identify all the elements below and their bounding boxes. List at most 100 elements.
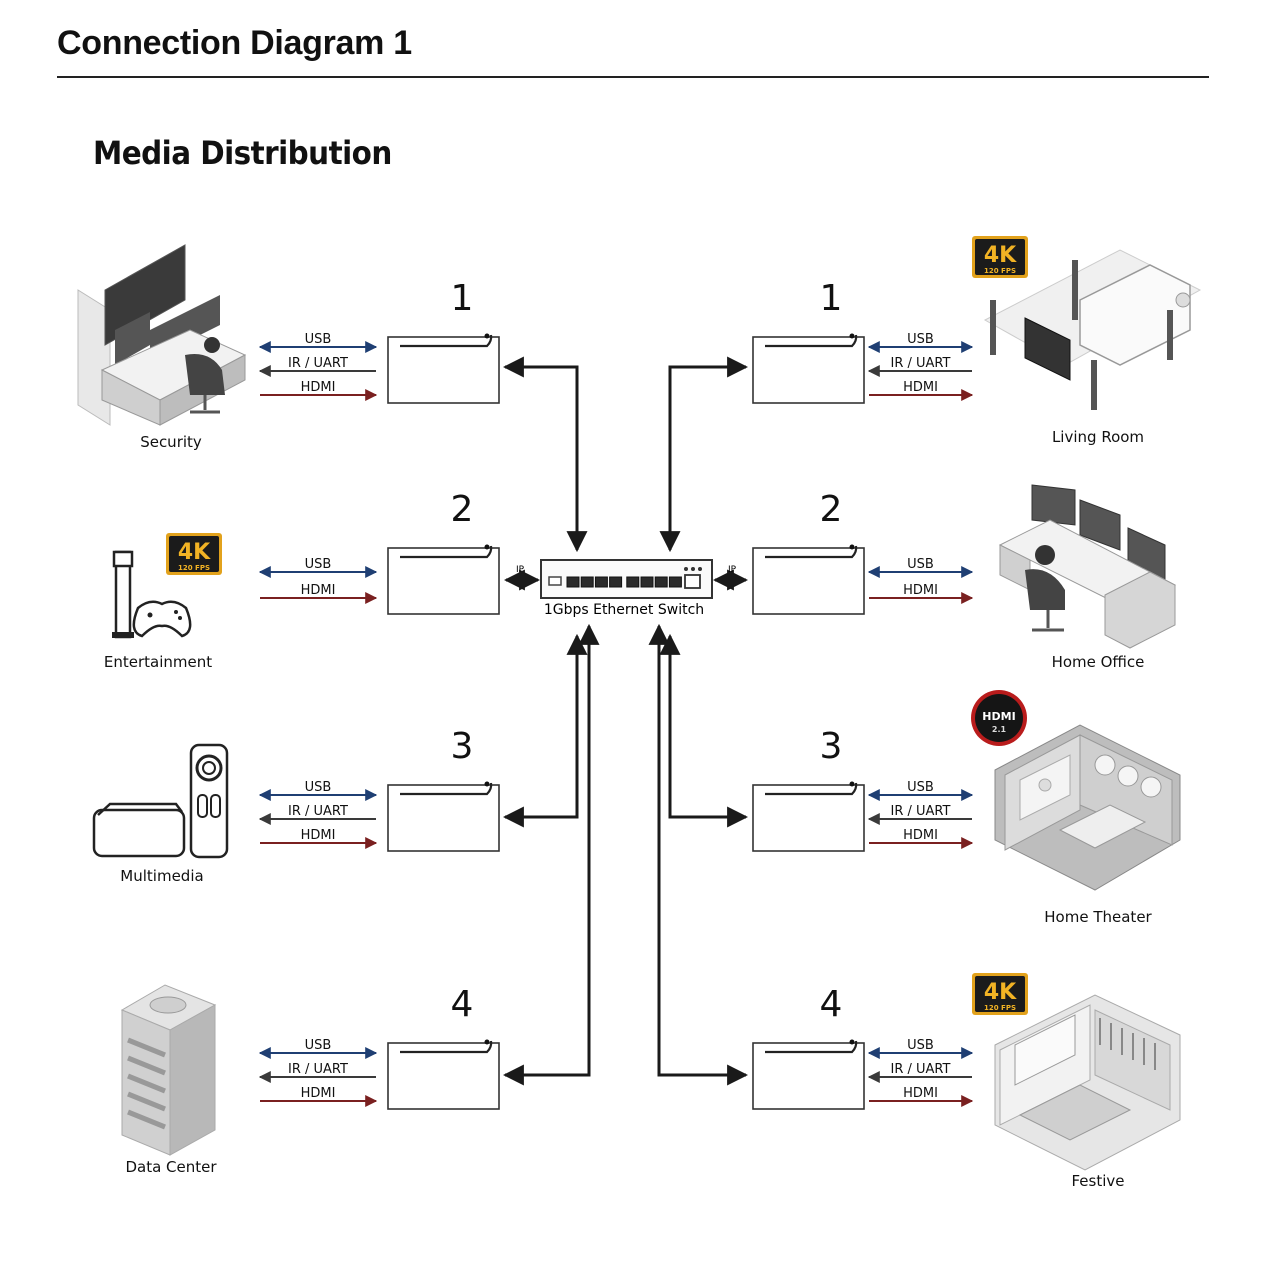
- extender-box: [387, 784, 500, 852]
- network-cable: [659, 356, 749, 553]
- ethernet-port: [594, 576, 608, 588]
- signal-label: HDMI: [903, 380, 938, 395]
- badge-main-text: 4K: [984, 980, 1017, 1005]
- network-cable: [648, 623, 749, 1086]
- network-connections: [502, 356, 749, 1086]
- badge-main-text: HDMI: [982, 710, 1015, 723]
- unit-number: 3: [451, 726, 474, 767]
- extender-box: [387, 336, 500, 404]
- signal-label: IR / UART: [288, 1062, 348, 1077]
- extender-box: [387, 547, 500, 615]
- unit-number: 2: [820, 489, 843, 530]
- badge-sub-text: 120 FPS: [178, 564, 210, 572]
- room-label: Living Room: [1052, 428, 1144, 446]
- page-title: Connection Diagram 1: [57, 24, 412, 62]
- media-player-icon: [92, 743, 229, 859]
- signal-label: HDMI: [903, 583, 938, 598]
- extender-box: [387, 1042, 500, 1110]
- badge-sub-text: 2.1: [992, 725, 1007, 734]
- signal-label: USB: [907, 332, 934, 347]
- unit-number: 4: [451, 984, 474, 1025]
- unit-number: 3: [820, 726, 843, 767]
- switch-label: 1Gbps Ethernet Switch: [544, 602, 704, 618]
- signal-label: USB: [305, 332, 332, 347]
- signal-label: USB: [305, 557, 332, 572]
- signal-label: HDMI: [301, 380, 336, 395]
- signal-label: HDMI: [301, 583, 336, 598]
- signal-label: USB: [907, 1038, 934, 1053]
- ip-label-left: IP: [516, 565, 525, 575]
- section-title: Media Distribution: [93, 134, 392, 172]
- extender-box-lid: [765, 1040, 858, 1054]
- room-label: Data Center: [125, 1158, 217, 1176]
- ethernet-port: [566, 576, 580, 588]
- signal-label: USB: [305, 780, 332, 795]
- unit-number: 2: [451, 489, 474, 530]
- extender-box-lid: [765, 334, 858, 348]
- ethernet-port: [654, 576, 668, 588]
- unit-number: 4: [820, 984, 843, 1025]
- unit-number: 1: [451, 278, 474, 319]
- network-cable: [502, 623, 600, 1086]
- extender-box: [752, 336, 865, 404]
- title-divider: [57, 76, 1209, 78]
- signal-label: IR / UART: [288, 804, 348, 819]
- ethernet-port: [640, 576, 654, 588]
- badge-sub-text: 120 FPS: [984, 267, 1016, 275]
- extender-box-lid: [400, 545, 493, 559]
- badge-hdmi-2-1: HDMI 2.1: [971, 690, 1027, 746]
- signal-label: IR / UART: [891, 804, 951, 819]
- room-label: Security: [140, 433, 202, 451]
- badge-sub-text: 120 FPS: [984, 1004, 1016, 1012]
- home-office-icon: [998, 484, 1177, 649]
- living-room-icon: [983, 249, 1202, 410]
- extender-box: [752, 784, 865, 852]
- signal-label: USB: [305, 1038, 332, 1053]
- ethernet-port: [580, 576, 594, 588]
- festive-room-icon: [994, 994, 1181, 1171]
- signal-label: IR / UART: [288, 356, 348, 371]
- ethernet-switch: 1Gbps Ethernet Switch IP IP: [516, 559, 737, 618]
- room-label: Home Office: [1052, 653, 1145, 671]
- signal-label: HDMI: [301, 828, 336, 843]
- room-label: Home Theater: [1044, 908, 1152, 926]
- home-theater-icon: [994, 724, 1181, 891]
- extender-box-lid: [400, 782, 493, 796]
- badge-main-text: 4K: [178, 540, 211, 565]
- signal-label: HDMI: [301, 1086, 336, 1101]
- security-desk-icon: [77, 244, 247, 426]
- ip-label-right: IP: [728, 565, 737, 575]
- extender-box-lid: [400, 334, 493, 348]
- extender-box: [752, 547, 865, 615]
- server-rack-icon: [120, 984, 217, 1156]
- ethernet-port: [609, 576, 623, 588]
- signal-label: HDMI: [903, 1086, 938, 1101]
- badge-main-text: 4K: [984, 243, 1017, 268]
- extender-box-lid: [765, 782, 858, 796]
- network-cable: [502, 633, 588, 828]
- network-cable: [502, 356, 588, 553]
- unit-number: 1: [820, 278, 843, 319]
- signal-label: HDMI: [903, 828, 938, 843]
- extender-box-lid: [400, 1040, 493, 1054]
- ethernet-port: [626, 576, 640, 588]
- ethernet-port: [668, 576, 682, 588]
- signal-label: IR / UART: [891, 356, 951, 371]
- signal-label: USB: [907, 780, 934, 795]
- extender-box-lid: [765, 545, 858, 559]
- network-cable: [659, 633, 749, 828]
- game-console-icon: [112, 550, 192, 639]
